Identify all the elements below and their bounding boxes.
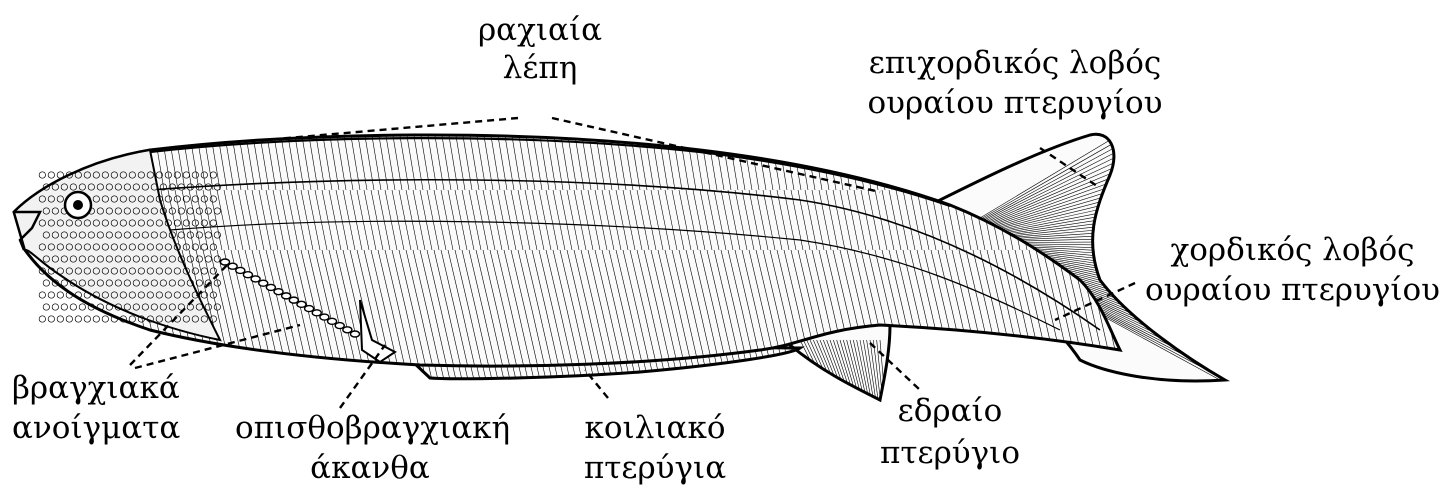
label-dorsal-scales-line2: λέπη xyxy=(470,50,610,86)
label-gill-openings-line2: ανοίγματα xyxy=(12,410,180,446)
label-epichordal-lobe: επιχορδικός λοβός ουραίου πτερυγίου xyxy=(865,45,1165,121)
label-anal-fin-line1: εδραίο xyxy=(875,393,1025,429)
label-dorsal-scales: ραχιαία λέπη xyxy=(470,12,610,86)
label-anal-fin-line2: πτερύγιο xyxy=(875,435,1025,471)
label-pelvic-fins: κοιλιακό πτερύγια xyxy=(570,410,740,486)
label-dorsal-scales-line1: ραχιαία xyxy=(470,12,610,48)
label-pelvic-fins-line2: πτερύγια xyxy=(570,450,740,486)
label-pelvic-fins-line1: κοιλιακό xyxy=(570,410,740,446)
label-epichordal-lobe-line1: επιχορδικός λοβός xyxy=(865,45,1165,81)
label-gill-openings: βραγχιακά ανοίγματα xyxy=(12,370,180,446)
label-chordal-lobe-line2: ουραίου πτερυγίου xyxy=(1140,272,1445,308)
label-chordal-lobe-line1: χορδικός λοβός xyxy=(1140,232,1445,268)
label-postbranchial-spine-line2: άκανθα xyxy=(235,450,505,486)
label-anal-fin: εδραίο πτερύγιο xyxy=(875,393,1025,471)
fish-body xyxy=(14,130,1127,372)
label-chordal-lobe: χορδικός λοβός ουραίου πτερυγίου xyxy=(1140,232,1445,308)
label-gill-openings-line1: βραγχιακά xyxy=(12,370,180,406)
label-postbranchial-spine-line1: οπισθοβραγχιακή xyxy=(235,410,505,446)
label-epichordal-lobe-line2: ουραίου πτερυγίου xyxy=(865,85,1165,121)
label-postbranchial-spine: οπισθοβραγχιακή άκανθα xyxy=(235,410,505,486)
